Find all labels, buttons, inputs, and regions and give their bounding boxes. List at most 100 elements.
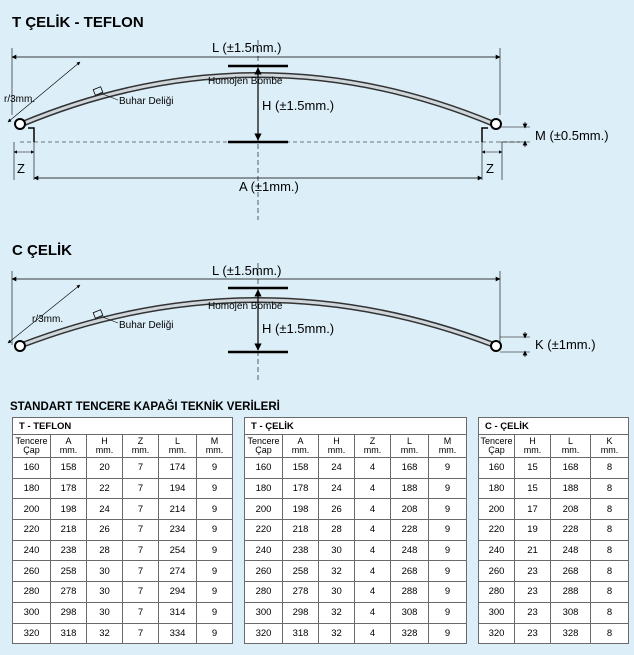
table-cell: 28: [318, 519, 355, 541]
teflon-col-header-unit: mm.: [131, 445, 150, 455]
table-cell: 318: [50, 622, 87, 645]
table-cell: 23: [514, 622, 551, 645]
table-cell: 200: [244, 498, 283, 521]
table-cell: 220: [478, 519, 515, 541]
teflon-col-header-label: Z: [137, 436, 144, 446]
table-cell: 32: [86, 622, 123, 645]
table-cell: 188: [390, 477, 429, 500]
table-cell: 160: [478, 457, 515, 479]
teflon-col-header-unit: mm.: [95, 445, 114, 455]
celik-lid-diagram: L (±1.5mm.) Homojen Bombe H (±1.5mm.) r/…: [7, 263, 596, 380]
table-cell: 7: [122, 519, 159, 541]
table-cell: 9: [196, 539, 233, 562]
table-cell: 30: [318, 581, 355, 603]
c-celik-col-header-label: L: [567, 436, 573, 446]
table-cell: 180: [244, 477, 283, 500]
celik-col-header-label: A: [297, 436, 304, 446]
table-cell: 260: [12, 560, 51, 583]
table-cell: 8: [590, 581, 629, 603]
table-cell: 218: [282, 519, 319, 541]
celik-col-header-label: M: [443, 436, 452, 446]
table-cell: 258: [50, 560, 87, 583]
table-cell: 32: [318, 560, 355, 583]
table-cell: 194: [158, 477, 197, 500]
table-cell: 8: [590, 519, 629, 541]
celik-table-caption: T - ÇELİK: [243, 417, 468, 435]
table-cell: 9: [427, 457, 468, 479]
table-cell: 21: [514, 539, 551, 562]
table-cell: 30: [86, 560, 123, 583]
table-cell: 200: [478, 498, 515, 521]
table-cell: 23: [514, 560, 551, 583]
teflon-col-header-unit: mm.: [168, 445, 187, 455]
table-cell: 288: [550, 581, 591, 603]
table-cell: 24: [318, 477, 355, 500]
table-cell: 8: [590, 622, 629, 645]
c-celik-col-header-label: H: [529, 436, 536, 446]
table-cell: 9: [427, 601, 468, 624]
table-cell: 268: [550, 560, 591, 583]
table-cell: 254: [158, 539, 197, 562]
table-cell: 9: [427, 498, 468, 521]
table-cell: 7: [122, 498, 159, 521]
table-cell: 4: [354, 519, 391, 541]
table-cell: 158: [282, 457, 319, 479]
table-cell: 180: [478, 477, 515, 500]
table-cell: 9: [427, 519, 468, 541]
table-cell: 22: [86, 477, 123, 500]
table-cell: 248: [550, 539, 591, 562]
teflon-L-label: L (±1.5mm.): [212, 40, 282, 55]
table-cell: 238: [282, 539, 319, 562]
c-celik-col-header-label: K: [606, 436, 613, 446]
table-cell: 8: [590, 457, 629, 479]
table-cell: 328: [390, 622, 429, 645]
table-cell: 260: [478, 560, 515, 583]
teflon-col-header-unit: mm.: [59, 445, 78, 455]
table-cell: 4: [354, 581, 391, 603]
tables-title: STANDART TENCERE KAPAĞI TEKNİK VERİLERİ: [10, 401, 280, 413]
table-cell: 9: [196, 477, 233, 500]
teflon-col-header-label: L: [174, 436, 180, 446]
teflon-col-header-line: Tencere: [15, 436, 48, 446]
celik-col-header-label: Z: [369, 436, 376, 446]
table-cell: 9: [196, 601, 233, 624]
table-cell: 300: [244, 601, 283, 624]
table-cell: 20: [86, 457, 123, 479]
teflon-bombe-label: Homojen Bombe: [208, 76, 283, 87]
table-cell: 318: [282, 622, 319, 645]
table-cell: 4: [354, 477, 391, 500]
table-cell: 334: [158, 622, 197, 645]
table-cell: 278: [282, 581, 319, 603]
table-cell: 7: [122, 581, 159, 603]
table-cell: 248: [390, 539, 429, 562]
table-cell: 30: [318, 539, 355, 562]
table-cell: 9: [196, 519, 233, 541]
celik-H-label: H (±1.5mm.): [262, 321, 334, 336]
table-cell: 168: [550, 457, 591, 479]
table-cell: 7: [122, 457, 159, 479]
celik-col-header-unit: mm.: [438, 445, 457, 455]
table-cell: 8: [590, 560, 629, 583]
